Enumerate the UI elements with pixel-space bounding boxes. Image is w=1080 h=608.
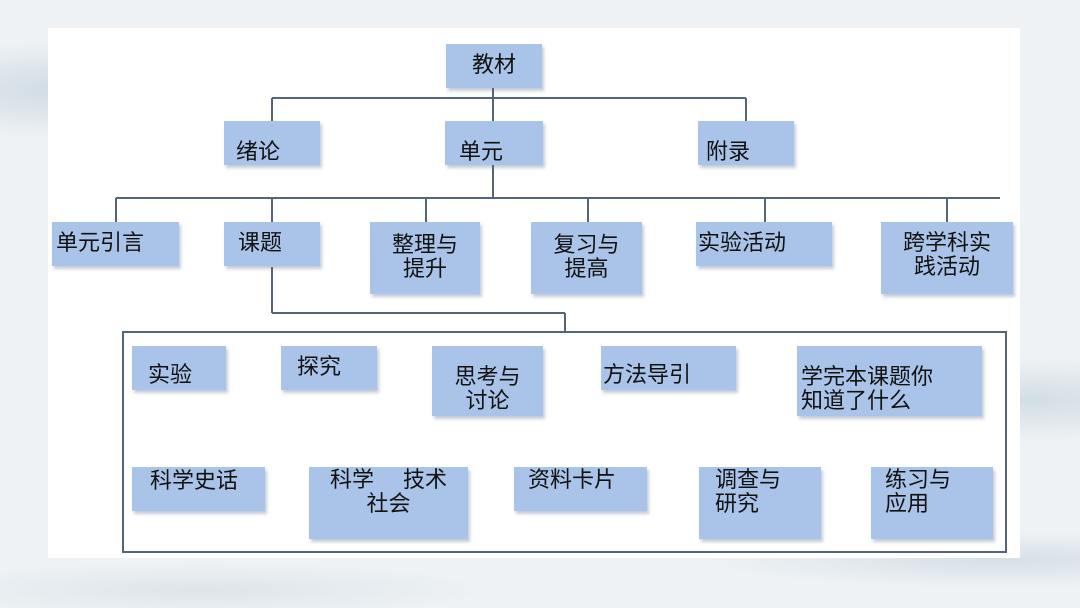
node-label: 跨学科实 践活动 [903, 232, 991, 280]
node-level2-interdisciplinary-practice: 跨学科实 践活动 [881, 222, 1013, 294]
node-level2-review-enhance: 复习与 提高 [531, 222, 642, 294]
node-level1-appendix: 附录 [698, 121, 794, 165]
node-label: 实验活动 [698, 232, 786, 256]
node-label: 单元 [459, 141, 503, 165]
node-label: 单元引言 [56, 232, 144, 256]
node-level3-sts: 科学 技术 社会 [309, 467, 468, 539]
node-label: 教材 [472, 54, 516, 78]
node-level1-unit: 单元 [445, 121, 543, 165]
node-label: 课题 [238, 232, 282, 256]
node-label: 探究 [297, 356, 341, 380]
node-label: 学完本课题你 知道了什么 [801, 366, 933, 414]
node-label: 附录 [706, 141, 750, 165]
node-label: 调查与 研究 [715, 469, 781, 517]
node-label: 绪论 [236, 141, 280, 165]
node-label: 复习与 提高 [553, 234, 619, 282]
node-root: 教材 [446, 44, 542, 88]
node-label: 整理与 提升 [392, 234, 458, 282]
node-label: 方法导引 [603, 364, 691, 388]
node-level3-experiment: 实验 [132, 346, 226, 390]
node-level3-practice-apply: 练习与 应用 [871, 467, 993, 539]
node-label: 科学史话 [150, 470, 238, 494]
node-level2-organize-improve: 整理与 提升 [370, 222, 480, 294]
node-level3-info-card: 资料卡片 [514, 467, 647, 511]
node-level3-think-discuss: 思考与 讨论 [432, 346, 543, 416]
node-level3-inquiry: 探究 [281, 346, 377, 390]
node-level3-what-you-learned: 学完本课题你 知道了什么 [797, 346, 982, 416]
node-level3-investigate-research: 调查与 研究 [699, 467, 821, 539]
node-level3-method-guide: 方法导引 [601, 346, 736, 390]
node-label: 练习与 应用 [885, 469, 951, 517]
node-level3-science-history: 科学史话 [132, 467, 265, 511]
node-level1-introduction: 绪论 [224, 121, 320, 165]
node-level2-topic: 课题 [224, 222, 320, 266]
node-label: 资料卡片 [528, 469, 616, 493]
node-level2-experiment-activity: 实验活动 [696, 222, 832, 266]
node-label: 科学 技术 社会 [330, 469, 447, 517]
node-label: 实验 [148, 364, 192, 388]
node-level2-unit-intro: 单元引言 [52, 222, 179, 266]
node-label: 思考与 讨论 [454, 366, 520, 414]
